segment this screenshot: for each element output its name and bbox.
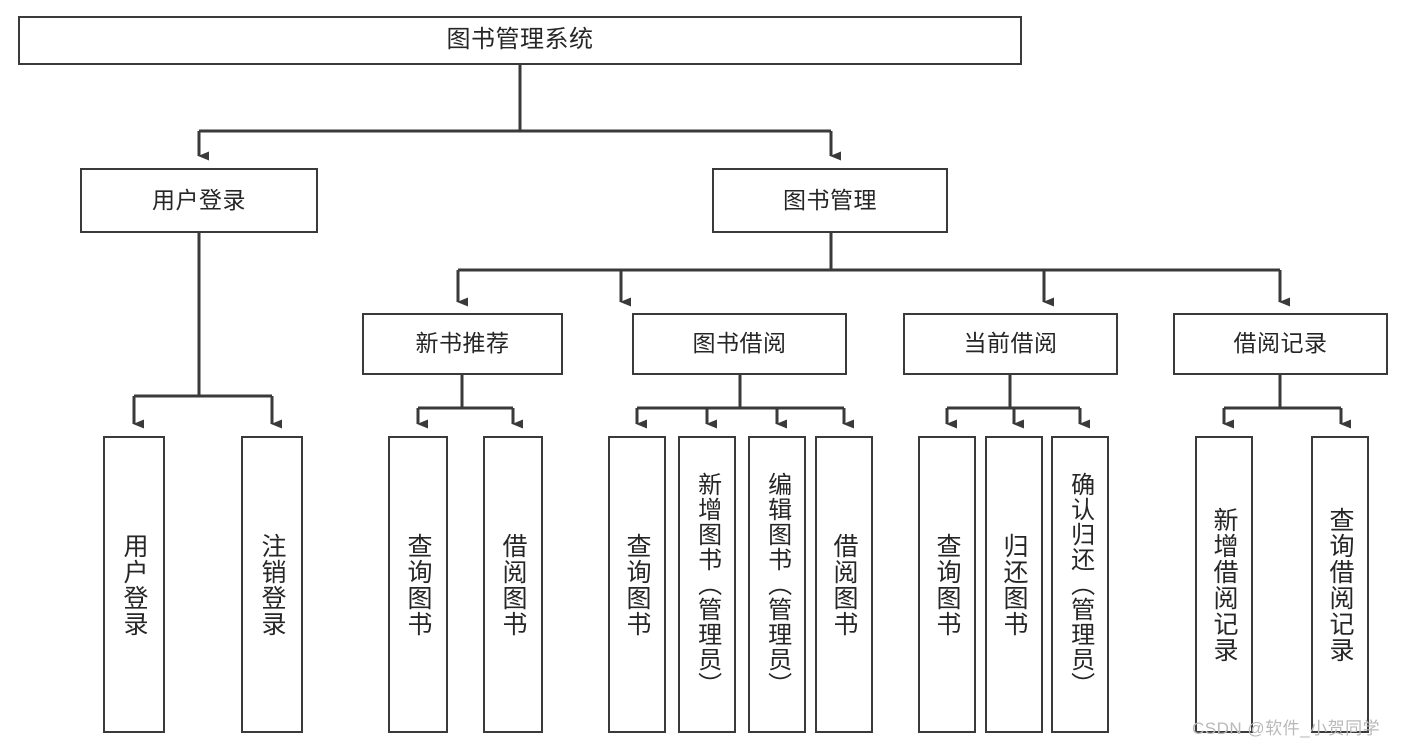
leaf-return-book[interactable]: 归还图书: [985, 436, 1043, 733]
leaf-query-book-current[interactable]: 查询图书: [918, 436, 976, 733]
node-current-borrow[interactable]: 当前借阅: [903, 313, 1118, 375]
leaf-add-book-admin[interactable]: 新增图书（管理员）: [678, 436, 736, 733]
node-book-borrow[interactable]: 图书借阅: [632, 313, 847, 375]
watermark-text: CSDN @软件_小贺同学: [1192, 719, 1381, 738]
node-borrow-record[interactable]: 借阅记录: [1173, 313, 1388, 375]
leaf-add-borrow-record[interactable]: 新增借阅记录: [1195, 436, 1253, 733]
leaf-user-login[interactable]: 用户登录: [103, 436, 165, 733]
leaf-borrow-book-borrow[interactable]: 借阅图书: [815, 436, 873, 733]
node-root-system[interactable]: 图书管理系统: [18, 16, 1022, 65]
leaf-confirm-return-admin[interactable]: 确认归还（管理员）: [1051, 436, 1109, 733]
leaf-query-book-borrow[interactable]: 查询图书: [608, 436, 666, 733]
leaf-edit-book-admin[interactable]: 编辑图书（管理员）: [748, 436, 806, 733]
leaf-borrow-book-recommend[interactable]: 借阅图书: [483, 436, 543, 733]
node-book-management[interactable]: 图书管理: [712, 168, 948, 233]
node-user-login[interactable]: 用户登录: [80, 168, 318, 233]
leaf-query-book-recommend[interactable]: 查询图书: [388, 436, 448, 733]
leaf-query-borrow-record[interactable]: 查询借阅记录: [1311, 436, 1369, 733]
node-new-book-recommend[interactable]: 新书推荐: [362, 313, 563, 375]
leaf-logout-login[interactable]: 注销登录: [241, 436, 303, 733]
